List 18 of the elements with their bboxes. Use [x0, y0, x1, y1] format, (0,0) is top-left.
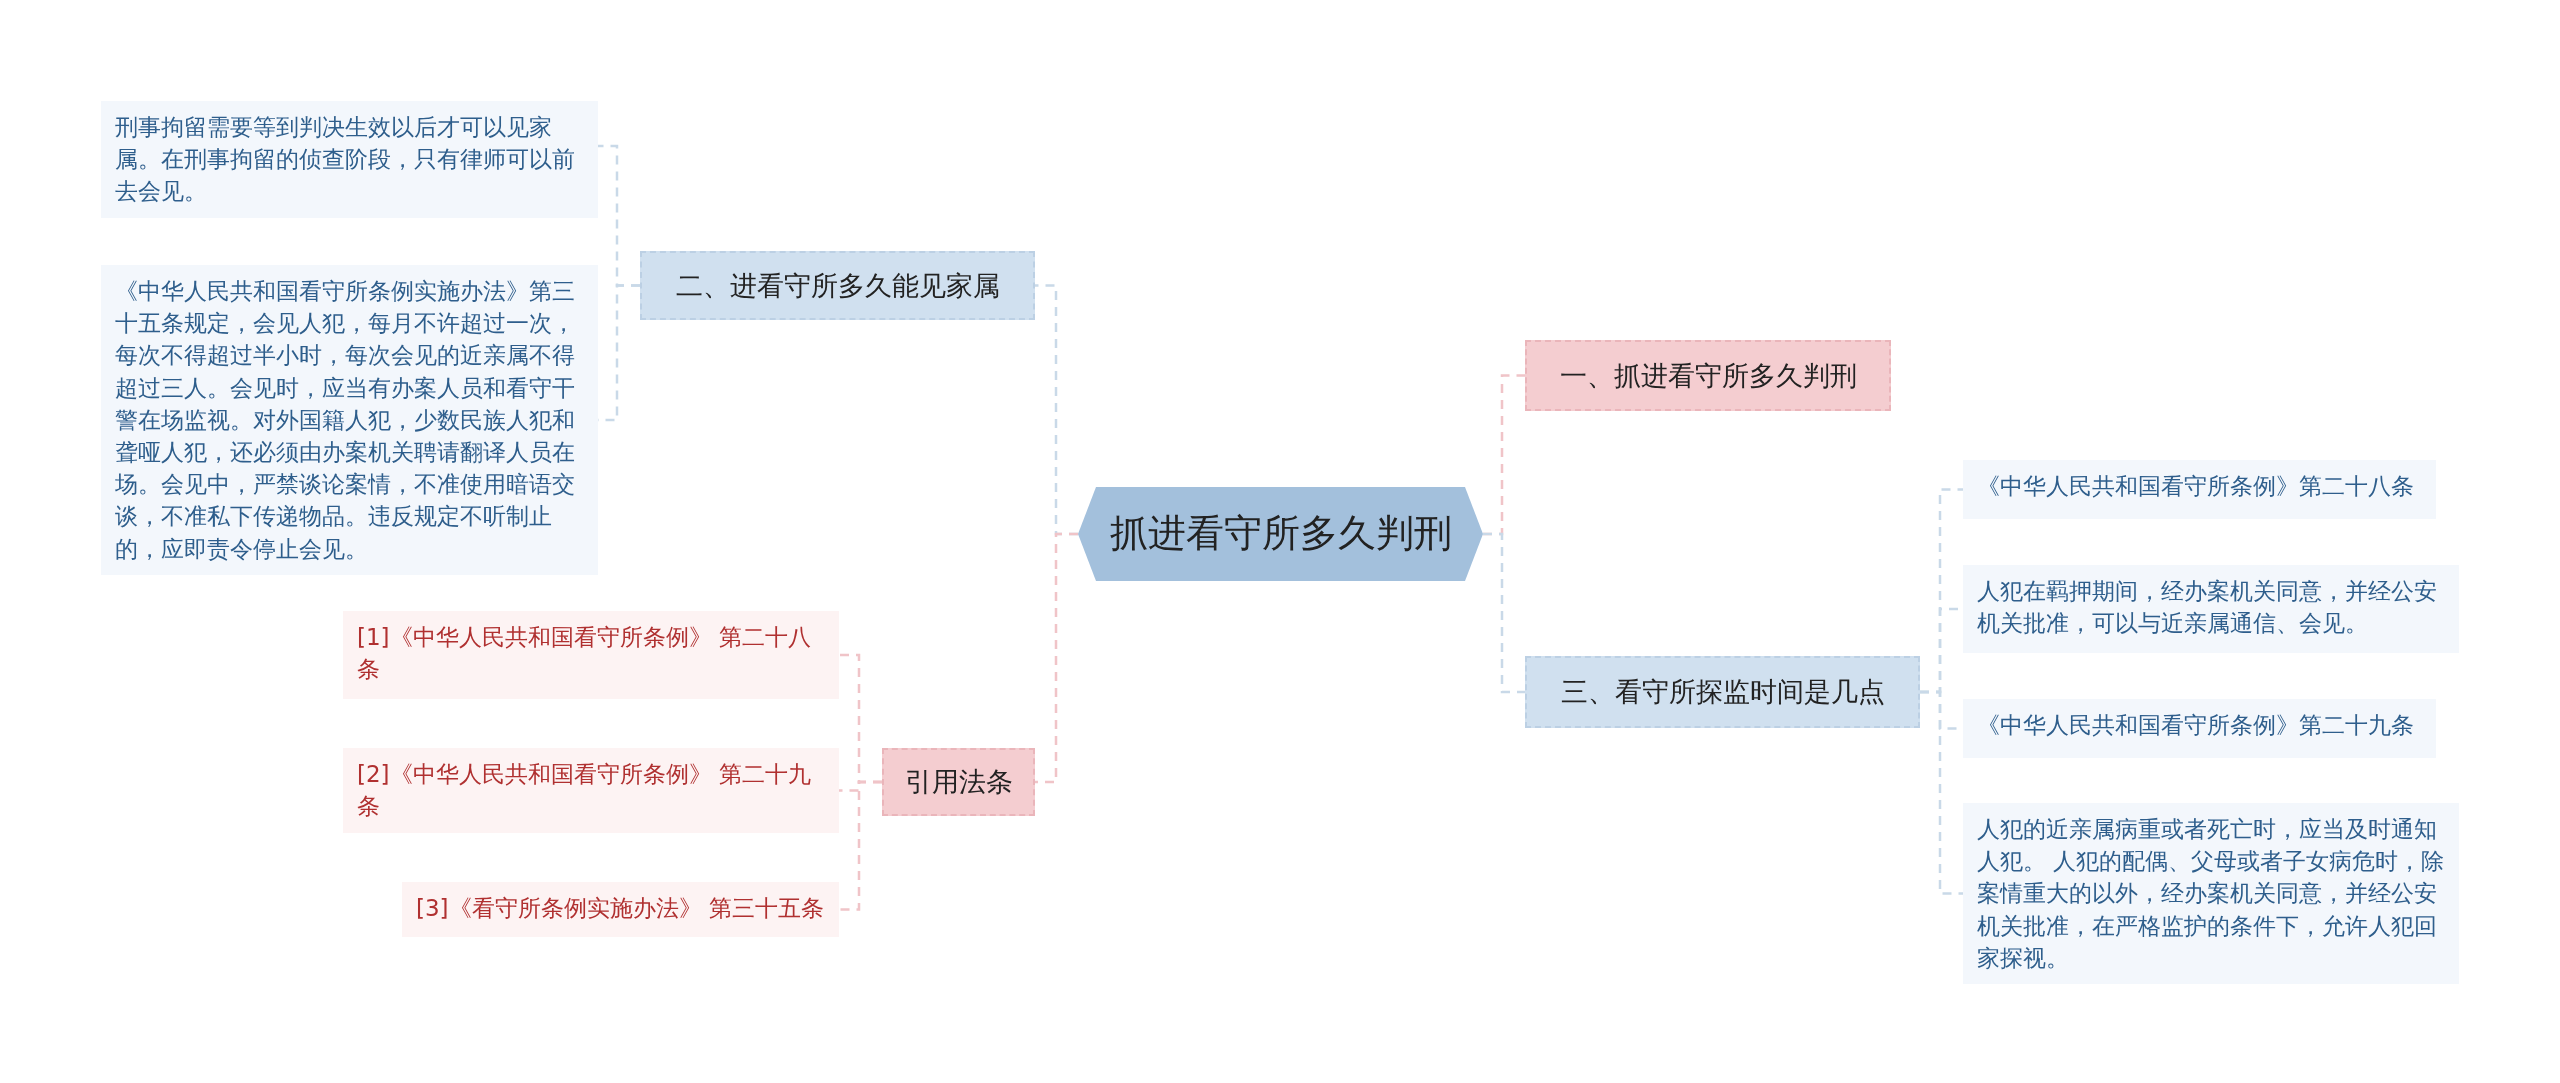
branch-topic-box: 一、抓进看守所多久判刑 [1525, 340, 1891, 411]
reference-card: [1]《中华人民共和国看守所条例》 第二十八条 [343, 611, 839, 699]
note-card: 人犯的近亲属病重或者死亡时，应当及时通知人犯。 人犯的配偶、父母或者子女病危时，除案情重大的以外，经办案机关同意，并经公安机关批准，在严格监护的条件下，允许人犯回家探视。 [1963, 803, 2459, 984]
central-topic-hexagon: 抓进看守所多久判刑 [1078, 487, 1483, 581]
connector-line [839, 780, 882, 911]
connector-line [1035, 532, 1078, 784]
connector-line [1920, 690, 1963, 895]
branch-topic-box: 三、看守所探监时间是几点 [1525, 656, 1920, 728]
reference-card: [2]《中华人民共和国看守所条例》 第二十九条 [343, 748, 839, 833]
note-card: 《中华人民共和国看守所条例》第二十八条 [1963, 460, 2436, 519]
note-card: 刑事拘留需要等到判决生效以后才可以见家属。在刑事拘留的侦查阶段，只有律师可以前去会见。 [101, 101, 598, 218]
note-card: 《中华人民共和国看守所条例》第二十九条 [1963, 699, 2436, 758]
branch-topic-box: 二、进看守所多久能见家属 [640, 251, 1035, 320]
note-card: 《中华人民共和国看守所条例实施办法》第三十五条规定，会见人犯，每月不许超过一次，每次不得超过半小时，每次会见的近亲属不得超过三人。会见时，应当有办案人员和看守干警在场监视。对外国籍人犯，少数民族人犯和聋哑人犯，还必须由办案机关聘请翻译人员在场。会见中，严禁谈论案情，不准使用暗语交谈，不准私下传递物品。违反规定不听制止的，应即责令停止会见。 [101, 265, 598, 575]
reference-card: [3]《看守所条例实施办法》 第三十五条 [402, 882, 839, 937]
note-card: 人犯在羁押期间，经办案机关同意，并经公安机关批准，可以与近亲属通信、会见。 [1963, 565, 2459, 653]
connector-line [1483, 532, 1525, 694]
branch-topic-box: 引用法条 [882, 748, 1035, 816]
